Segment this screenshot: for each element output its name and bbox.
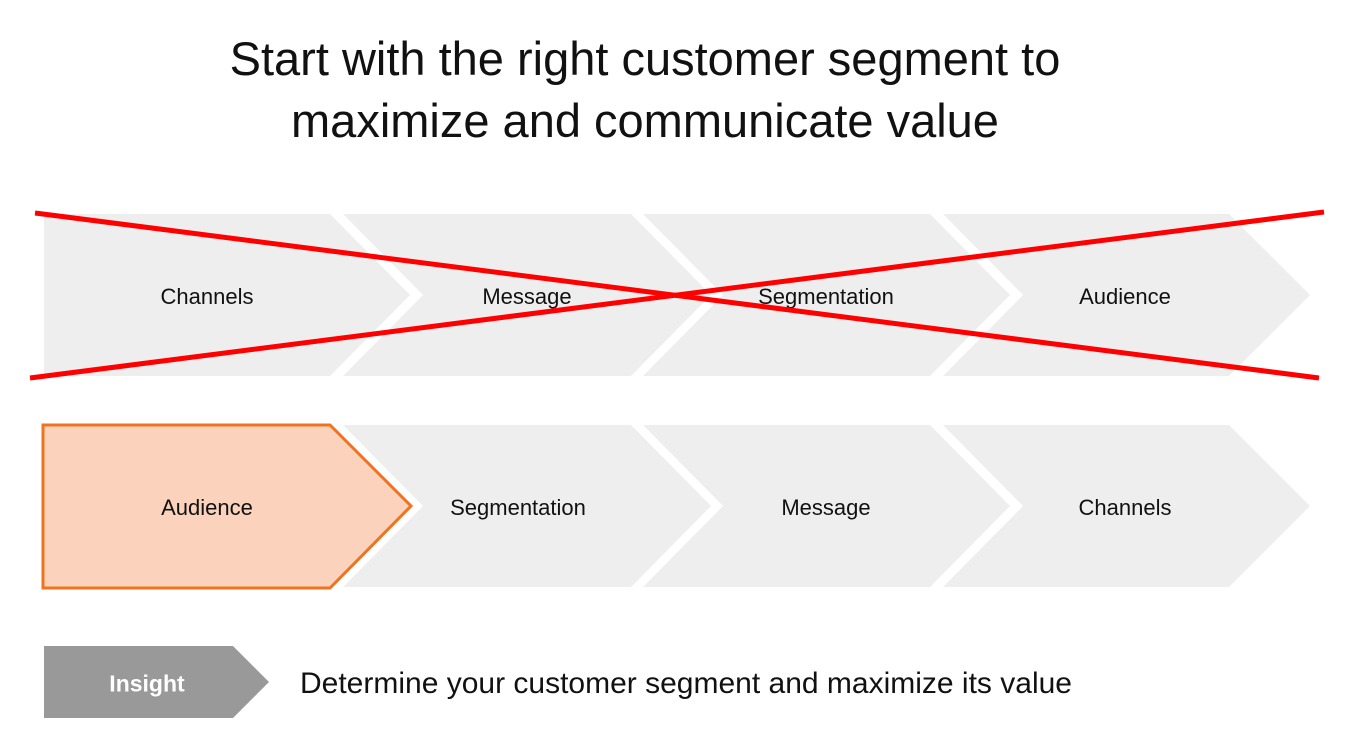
right-step-1-highlight-shape [41,423,414,590]
right-step-3-label: Message [781,495,871,520]
wrong-step-2-label: Message [482,284,572,309]
insight-text: Determine your customer segment and maxi… [300,667,1072,700]
wrong-step-3-label: Segmentation [758,284,894,309]
wrong-step-1-label: Channels [160,284,254,309]
wrong-step-1-shape [44,214,410,376]
wrong-step-3-shape [643,214,1010,376]
right-step-2-shape [343,425,711,587]
title-line-1: Start with the right customer segment to [229,32,1061,85]
wrong-step-4-shape [943,214,1310,376]
cross-out-line-2 [29,209,1325,381]
right-step-3-shape [643,425,1010,587]
wrong-step-4-label: Audience [1079,284,1171,309]
title-line-2: maximize and communicate value [291,94,999,147]
wrong-flow [44,214,1310,376]
right-step-2-label: Segmentation [450,495,586,520]
insight-tag-label: Insight [109,670,185,697]
page-title: Start with the right customer segment to… [0,28,1290,152]
insight-tag-shape [44,646,269,718]
right-flow [41,423,1310,590]
right-step-1-label: Audience [161,495,253,520]
right-step-4-label: Channels [1078,495,1172,520]
right-step-4-shape [943,425,1310,587]
wrong-step-2-shape [343,214,711,376]
